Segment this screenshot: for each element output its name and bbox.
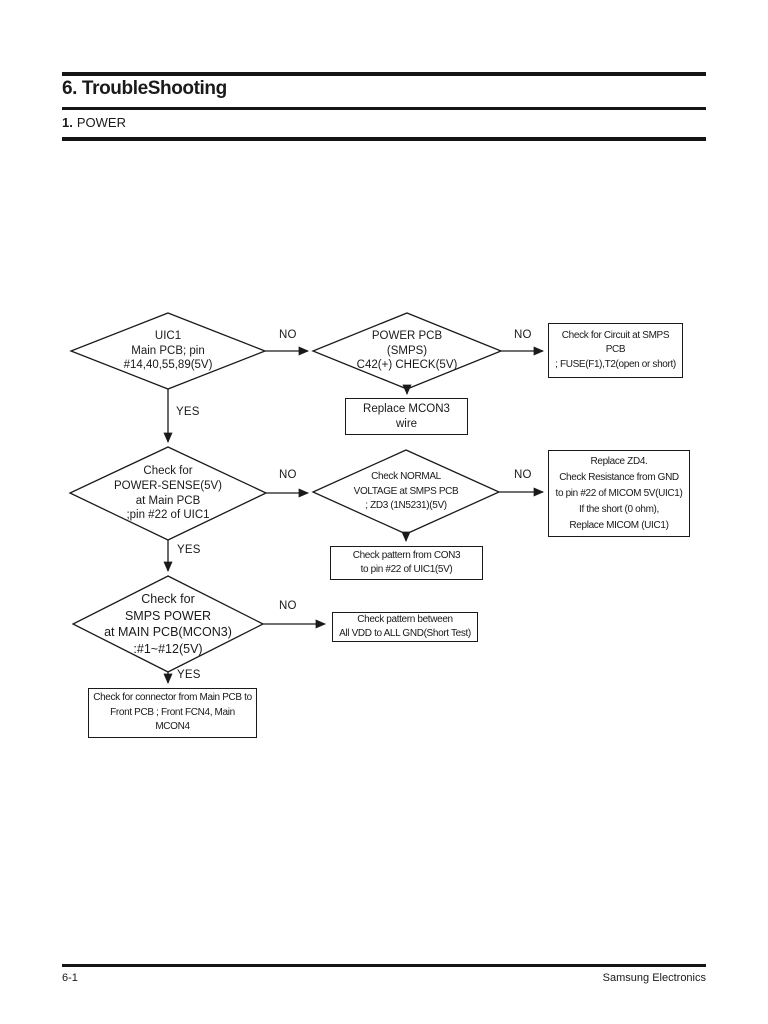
process-check-connector-line: MCON4: [155, 721, 190, 733]
decision-uic1: UIC1 Main PCB; pin #14,40,55,89(5V): [71, 313, 265, 389]
section-heading: 1.POWER: [62, 115, 126, 130]
decision-power-sense: Check for POWER-SENSE(5V) at Main PCB ;p…: [70, 447, 266, 540]
process-replace-zd4-line: Replace MICOM (UIC1): [569, 519, 669, 531]
process-check-circuit-smps-line: ; FUSE(F1),T2(open or short): [555, 358, 676, 370]
section-title: POWER: [76, 115, 126, 130]
decision-smps-power: Check for SMPS POWER at MAIN PCB(MCON3) …: [73, 576, 263, 672]
label-yes-smps-power: YES: [177, 669, 201, 681]
decision-normal-voltage-line: Check NORMAL: [371, 471, 441, 483]
label-no-power-sense: NO: [279, 469, 297, 481]
process-check-connector-line: Check for connector from Main PCB to: [93, 692, 252, 704]
label-no-smps-power: NO: [279, 600, 297, 612]
process-replace-mcon3-wire: Replace MCON3 wire: [345, 398, 468, 435]
section-number: 1.: [62, 115, 73, 130]
decision-smps-power-line: at MAIN PCB(MCON3): [104, 625, 232, 639]
label-no-normal-voltage: NO: [514, 469, 532, 481]
decision-power-sense-line: at Main PCB: [135, 494, 201, 507]
process-check-circuit-smps: Check for Circuit at SMPS PCB ; FUSE(F1)…: [548, 323, 683, 378]
footer-page-number: 6-1: [62, 972, 78, 984]
process-replace-zd4-line: Check Resistance from GND: [559, 471, 679, 483]
label-yes-uic1: YES: [176, 406, 200, 418]
process-replace-mcon3-line: wire: [395, 417, 418, 430]
process-check-pattern-con3-line: Check pattern from CON3: [352, 549, 461, 561]
label-no-uic1: NO: [279, 329, 297, 341]
decision-normal-voltage-line: VOLTAGE at SMPS PCB: [353, 485, 459, 497]
chapter-title: 6. TroubleShooting: [62, 78, 227, 99]
decision-normal-voltage: Check NORMAL VOLTAGE at SMPS PCB ; ZD3 (…: [313, 450, 499, 534]
process-replace-mcon3-line: Replace MCON3: [363, 402, 450, 415]
decision-power-sense-line: ;pin #22 of UIC1: [126, 509, 210, 522]
decision-power-pcb-line: C42(+) CHECK(5V): [356, 359, 458, 372]
footer-company: Samsung Electronics: [602, 972, 706, 984]
header-mid-rule: [62, 107, 706, 110]
process-check-circuit-smps-line: Check for Circuit at SMPS: [561, 329, 670, 341]
process-check-circuit-smps-line: PCB: [605, 344, 626, 356]
process-replace-zd4-line: Replace ZD4.: [590, 455, 648, 467]
decision-smps-power-line: SMPS POWER: [124, 608, 212, 623]
decision-smps-power-line: :#1~#12(5V): [133, 641, 203, 656]
process-check-pattern-vdd-line: Check pattern between: [357, 613, 453, 625]
decision-power-pcb-line: POWER PCB: [371, 329, 443, 342]
process-check-pattern-vdd-gnd: Check pattern between All VDD to ALL GND…: [332, 612, 478, 642]
process-replace-zd4: Replace ZD4. Check Resistance from GND t…: [548, 450, 690, 537]
process-check-pattern-con3: Check pattern from CON3 to pin #22 of UI…: [330, 546, 483, 580]
header-bottom-rule: [62, 137, 706, 141]
decision-power-pcb-line: (SMPS): [386, 344, 428, 357]
label-no-power-pcb: NO: [514, 329, 532, 341]
decision-uic1-line: #14,40,55,89(5V): [123, 359, 213, 372]
process-check-pattern-con3-line: to pin #22 of UIC1(5V): [360, 564, 453, 575]
decision-uic1-line: UIC1: [154, 329, 182, 342]
decision-power-pcb: POWER PCB (SMPS) C42(+) CHECK(5V): [313, 313, 501, 389]
label-yes-power-sense: YES: [177, 544, 201, 556]
decision-power-sense-line: POWER-SENSE(5V): [114, 479, 222, 492]
decision-power-sense-line: Check for: [143, 465, 193, 478]
header-top-rule: [62, 72, 706, 76]
decision-smps-power-line: Check for: [141, 592, 195, 606]
process-check-connector-line: Front PCB ; Front FCN4, Main: [110, 706, 235, 718]
decision-uic1-line: Main PCB; pin: [131, 344, 205, 357]
process-check-connector: Check for connector from Main PCB to Fro…: [88, 688, 257, 738]
process-check-pattern-vdd-line: All VDD to ALL GND(Short Test): [339, 628, 471, 639]
process-replace-zd4-line: If the short (0 ohm),: [579, 503, 659, 515]
decision-normal-voltage-line: ; ZD3 (1N5231)(5V): [365, 500, 447, 512]
process-replace-zd4-line: to pin #22 of MICOM 5V(UIC1): [555, 487, 683, 499]
footer-rule: [62, 964, 706, 967]
